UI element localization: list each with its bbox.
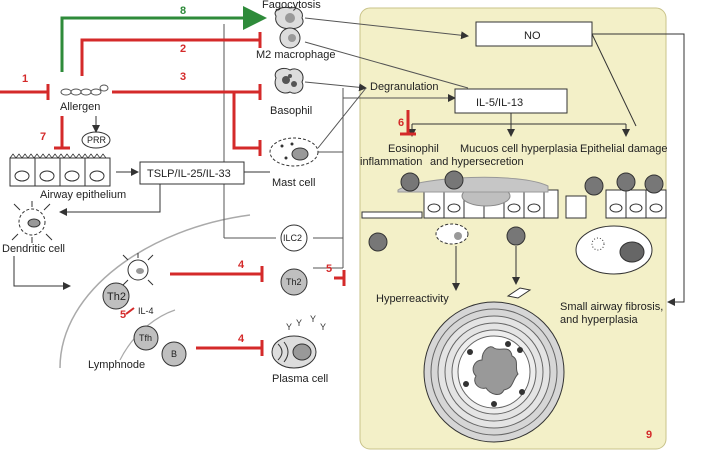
step-number-6: 6 [398,117,404,129]
allergen-chain [60,84,109,96]
airway-epithelium [9,153,111,187]
dendritic-cell [11,201,53,243]
no-label: NO [524,30,541,42]
plasma-cell: Y Y Y Y [271,314,326,369]
basophil-cell [274,67,304,94]
step-number-8: 8 [180,5,186,17]
no-to-damage [591,33,637,127]
b-cell-label: B [171,349,177,359]
svg-text:Y: Y [296,318,302,328]
step-number-4b: 4 [238,333,245,345]
panel-mast-cell-nucleus [454,232,462,240]
fibrosis-cell [575,225,653,275]
il4-label: IL-4 [138,306,154,316]
step-number-2: 2 [180,43,186,55]
hyperreactivity-label: Hyperreactivity [376,293,449,305]
il5-il13-label: IL-5/IL-13 [476,97,523,109]
airway-cross-section [423,301,565,443]
tslp-box [139,161,245,185]
fibroblast-shape [506,287,532,299]
tfh-label: Tfh [139,333,152,343]
no-box [475,21,593,47]
ilc2-label: ILC2 [283,233,302,243]
mucous-label-2: and hypersecretion [430,156,524,168]
prr-label: PRR [87,135,107,145]
fagocytosis-cell [274,7,304,29]
tfh-cell [133,325,159,351]
eosinophil-label-2: inflammation [360,156,422,168]
m2-to-il-line [304,41,469,89]
step-number-9: 9 [646,429,652,441]
step-number-5b: 5 [326,263,332,275]
eosinophil-cells [368,170,664,252]
step-number-5a: 5 [120,309,126,321]
airway-epithelium-label: Airway epithelium [40,189,126,201]
epithelial-damage-label: Epithelial damage [580,143,667,155]
step-number-4a: 4 [238,259,245,271]
allergen-label: Allergen [60,101,100,113]
fibrosis-label-1: Small airway fibrosis, [560,301,663,313]
lymphnode-label: Lymphnode [88,359,145,371]
dendritic-cell-label: Dendritic cell [2,243,65,255]
lymphnode-outline [59,214,251,369]
step-number-3: 3 [180,71,186,83]
b-cell [161,341,187,367]
fibrosis-label-2: and hyperplasia [560,314,639,326]
inhibit-line-2 [80,38,260,76]
mast-to-degranulation [317,87,367,149]
step-number-7: 7 [40,131,46,143]
svg-text:Y: Y [320,322,326,332]
degranulation-label: Degranulation [370,81,439,93]
fago-to-no-arrow [304,17,469,40]
dendritic-to-lymphnode [13,256,71,290]
no-to-fibrosis [592,33,685,306]
step-number-1: 1 [22,73,28,85]
inhibit-line-5a [125,307,135,315]
basophil-to-degranulation [304,81,367,92]
eosinophil-label-1: Eosinophil [388,143,439,155]
inhibit-line-3b [232,92,260,150]
tslp-label: TSLP/IL-25/IL-33 [147,168,231,180]
mast-cell-label: Mast cell [272,177,315,189]
green-arrow-8 [60,6,267,72]
m2-macrophage-label: M2 macrophage [256,49,336,61]
th2-node-cell [102,282,130,310]
right-epithelium-strip [361,176,667,219]
mucous-label-1: Mucuos cell hyperplasia [460,143,578,155]
il5-il13-box [454,88,568,114]
ilc2-cell [280,224,308,252]
svg-text:Y: Y [286,322,292,332]
basophil-label: Basophil [270,105,312,117]
th2-node-label: Th2 [107,291,126,303]
fagocytosis-label: Fagocytosis [262,0,321,11]
mast-cell [269,137,319,167]
svg-text:Y: Y [310,314,316,324]
plasma-cell-label: Plasma cell [272,373,328,385]
lymphnode-dendritic-cell [122,253,154,286]
panel-mast-cell [435,223,469,245]
tslp-to-dendritic [59,184,161,216]
th2-cell-label: Th2 [286,277,302,287]
th2-cell [280,268,308,296]
m2-macrophage-cell [279,27,301,49]
